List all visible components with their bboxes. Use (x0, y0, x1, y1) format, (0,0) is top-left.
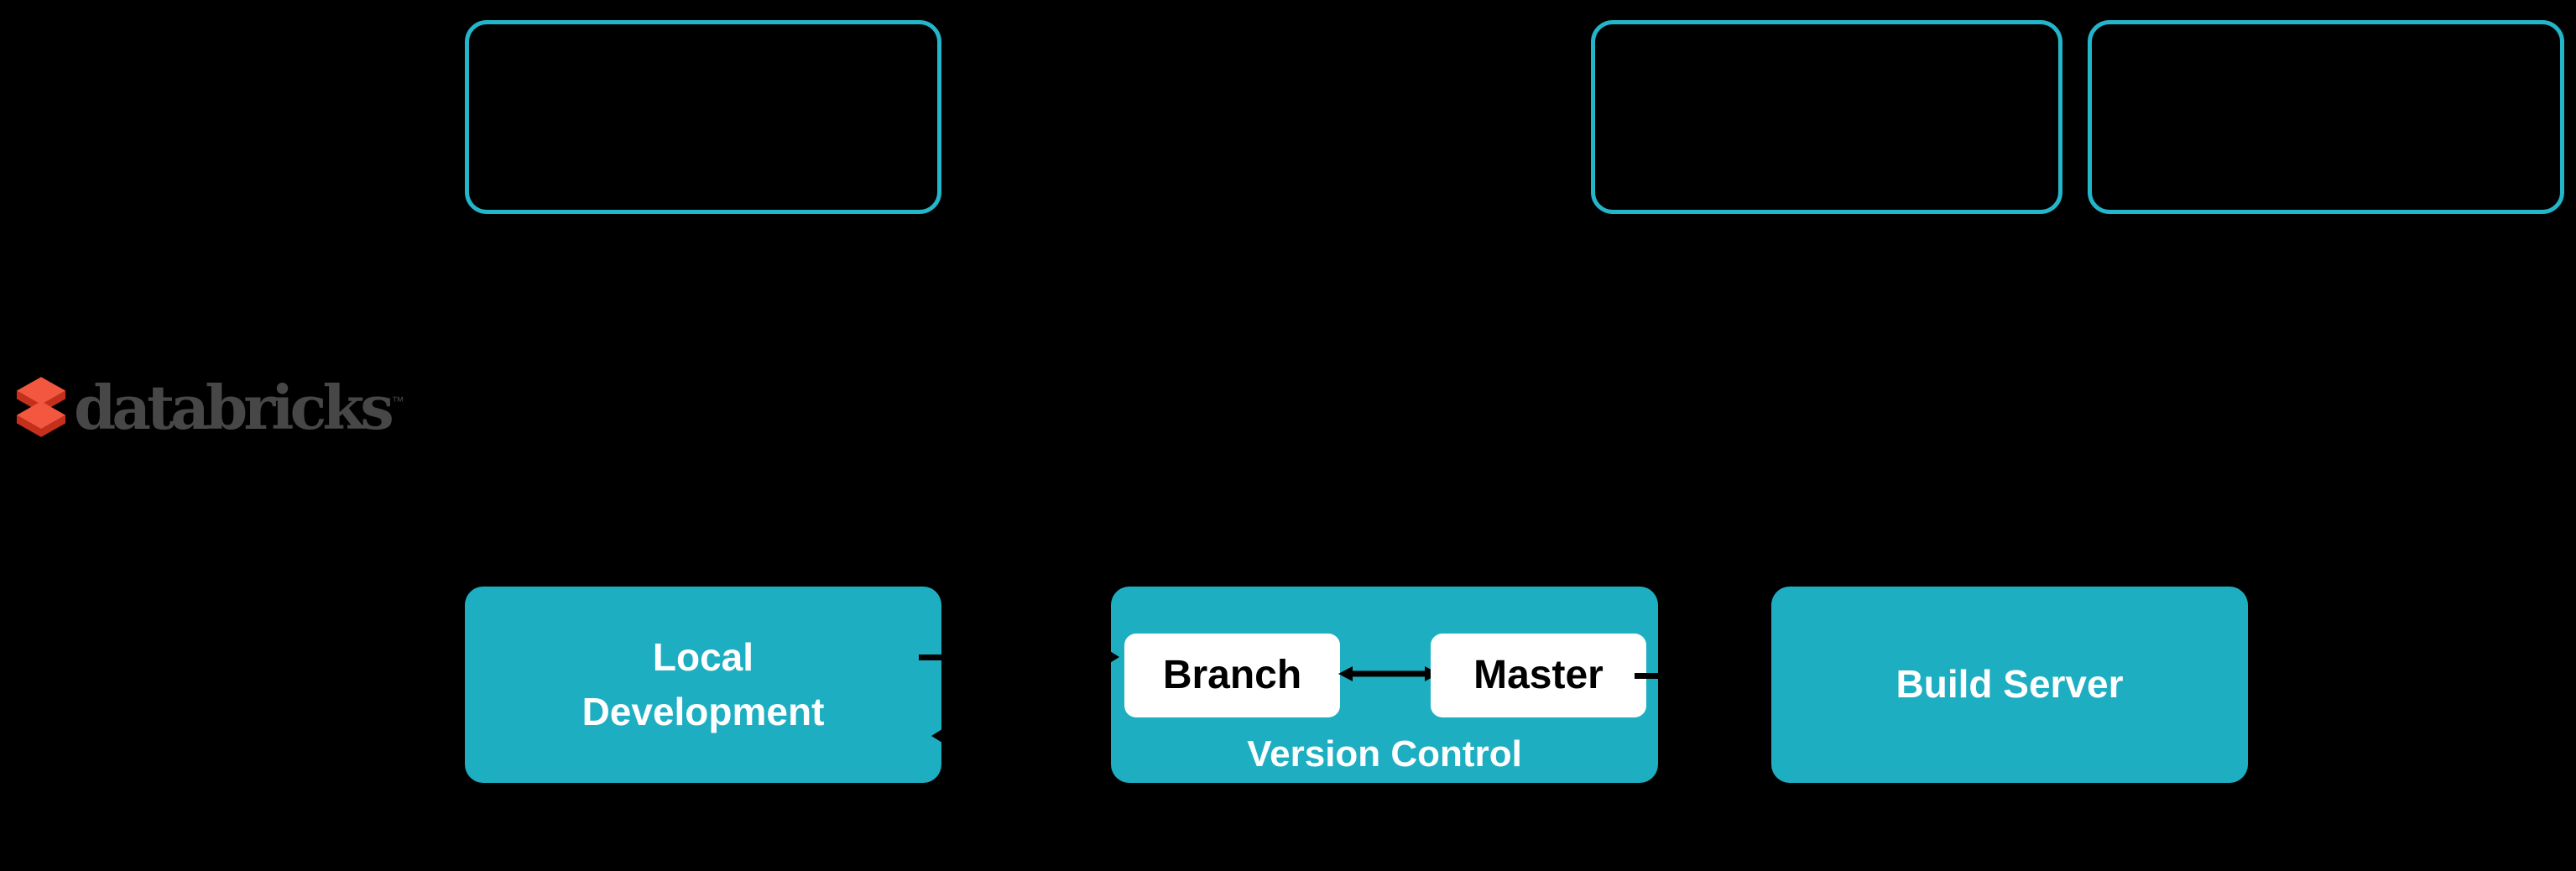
connector-master-to-buildserver (1635, 673, 1758, 679)
databricks-logo-icon (16, 377, 66, 437)
arrowhead-into-localdev-icon (931, 728, 945, 744)
node-local-development: Local Development (465, 587, 941, 783)
node-version-control: Branch Master Version Control (1111, 587, 1658, 783)
empty-outline-box-1 (465, 20, 941, 214)
connector-localdev-to-versioncontrol (919, 655, 1106, 660)
node-local-development-label: Local Development (581, 634, 825, 733)
node-branch-label: Branch (1162, 652, 1302, 697)
node-branch: Branch (1124, 634, 1340, 717)
databricks-wordmark: databricks (74, 372, 394, 443)
databricks-logo: databricks ™ (15, 373, 404, 443)
node-version-control-label: Version Control (1247, 733, 1522, 775)
node-master: Master (1431, 634, 1646, 717)
empty-outline-box-2 (1591, 20, 2062, 214)
arrowhead-into-versioncontrol-icon (1106, 649, 1119, 665)
branch-master-two-way-arrow-icon (1338, 666, 1439, 681)
node-build-server: Build Server (1771, 587, 2248, 783)
trademark-mark: ™ (391, 394, 404, 409)
node-master-label: Master (1473, 652, 1603, 697)
arrowhead-into-buildserver-icon (1758, 667, 1771, 684)
node-build-server-label: Build Server (1895, 662, 2124, 707)
empty-outline-box-3 (2088, 20, 2564, 214)
connector-versioncontrol-to-localdev (945, 733, 1092, 739)
